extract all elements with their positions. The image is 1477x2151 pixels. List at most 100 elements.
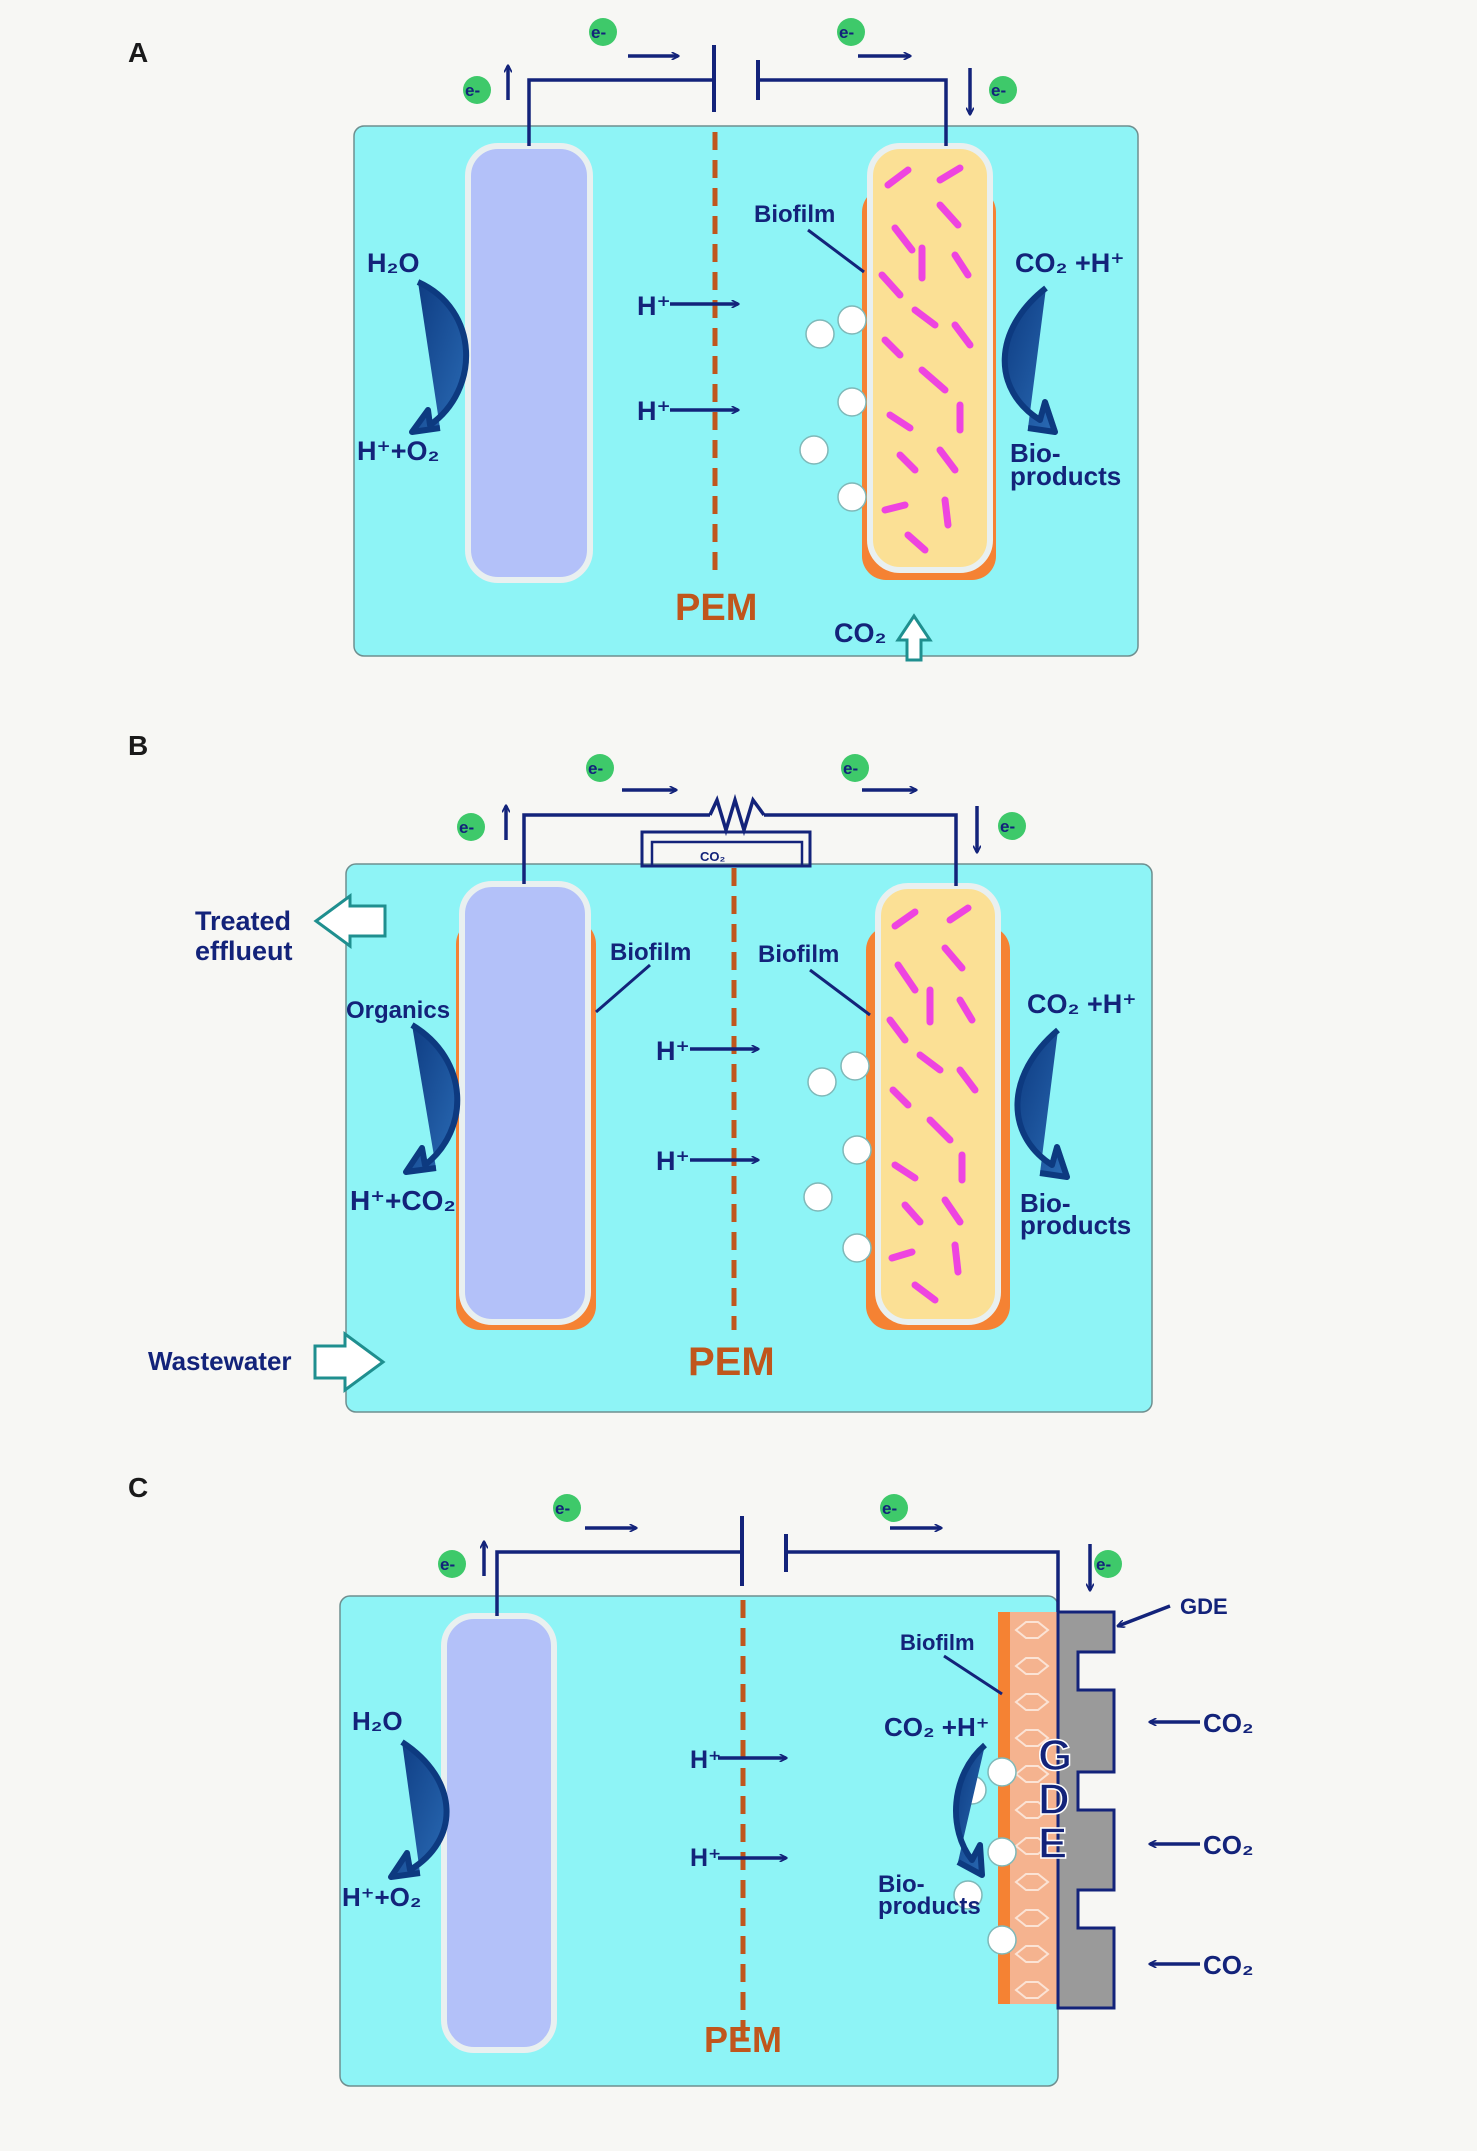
electron-badge: e- — [1094, 1550, 1122, 1578]
svg-text:e-: e- — [882, 1499, 897, 1518]
proton-label: H⁺ — [690, 1844, 721, 1872]
anode-electrode — [465, 143, 593, 583]
cathode-reactant: CO₂ +H⁺ — [1027, 989, 1137, 1019]
effluent-label: efflueut — [195, 936, 293, 966]
panel-letter: B — [128, 730, 148, 761]
cathode-biofilm — [998, 1612, 1010, 2004]
hexagon-mesh — [1014, 1621, 1050, 1999]
gde-label: GDE — [1180, 1594, 1228, 1619]
cathode-product: Bio- — [1020, 1188, 1071, 1218]
panel-c: C PEM G D E — [128, 1472, 1254, 2087]
proton-label: H⁺ — [637, 291, 671, 321]
co2-vent-box — [640, 830, 812, 868]
cathode-electrode — [867, 143, 993, 573]
gde-letter: G — [1038, 1731, 1072, 1780]
external-wire-right — [786, 1550, 1060, 1612]
external-wire-left — [495, 1550, 742, 1616]
gas-diffusion-electrode — [1056, 1610, 1116, 2010]
pem-label: PEM — [704, 2019, 782, 2060]
biofilm-pointer — [809, 968, 871, 1017]
svg-text:e-: e- — [839, 23, 854, 42]
cathode-product: products — [1020, 1210, 1131, 1240]
electron-badge: e- — [438, 1550, 466, 1578]
co2-inlet-arrow — [895, 613, 933, 662]
resistor — [708, 793, 766, 837]
influent-arrow — [313, 1331, 386, 1393]
biofilm-label: Biofilm — [754, 201, 835, 228]
anode-biofilm-label: Biofilm — [610, 939, 691, 966]
proton-label: H⁺ — [637, 396, 671, 426]
svg-text:e-: e- — [588, 759, 603, 778]
electron-badge: e- — [586, 754, 614, 782]
cathode-reactant: CO₂ +H⁺ — [884, 1712, 989, 1742]
co2-vent-label: CO₂ — [700, 849, 726, 864]
anode-reactant: Organics — [346, 997, 450, 1024]
cathode-product: Bio- — [1010, 438, 1061, 468]
gde-letter: D — [1038, 1775, 1070, 1824]
co2-inlet-label: CO₂ — [1203, 1708, 1254, 1738]
co2-inlet-label: CO₂ — [834, 618, 887, 648]
panel-letter: A — [128, 37, 148, 68]
pem-label: PEM — [688, 1340, 775, 1384]
cathode-reactant: CO₂ +H⁺ — [1015, 248, 1125, 278]
electron-badge: e- — [998, 812, 1026, 840]
svg-text:e-: e- — [1000, 817, 1015, 836]
electron-badge: e- — [589, 18, 617, 46]
electron-badge: e- — [457, 813, 485, 841]
anode-product: H⁺+CO₂ — [350, 1185, 456, 1216]
cathode-biofilm-label: Biofilm — [758, 941, 839, 968]
reaction-curve — [388, 1739, 450, 1880]
electron-badge: e- — [880, 1494, 908, 1522]
svg-text:e-: e- — [555, 1499, 570, 1518]
svg-text:e-: e- — [459, 818, 474, 837]
svg-text:e-: e- — [591, 23, 606, 42]
anode-product: H⁺+O₂ — [342, 1882, 421, 1912]
external-wire-right — [764, 813, 958, 886]
anode-reactant: H₂O — [367, 248, 420, 278]
effluent-arrow — [313, 893, 387, 949]
reaction-curve — [403, 1022, 461, 1175]
cathode-product: products — [878, 1893, 981, 1920]
cathode-product: products — [1010, 461, 1121, 491]
biofilm-pointer — [807, 228, 865, 274]
anode-reactant: H₂O — [352, 1706, 403, 1736]
co2-inlet-label: CO₂ — [1203, 1950, 1254, 1980]
anode-electrode — [459, 881, 591, 1325]
anode-electrode — [441, 1613, 557, 2053]
pem-label: PEM — [675, 587, 757, 629]
panel-b: B PEM CO₂ — [128, 730, 1153, 1413]
svg-text:e-: e- — [991, 81, 1006, 100]
co2-vent-inner — [650, 840, 804, 868]
external-wire-left — [527, 78, 714, 146]
reaction-curve — [1014, 1027, 1070, 1180]
external-wire-left — [522, 813, 710, 884]
svg-text:e-: e- — [1096, 1555, 1111, 1574]
svg-text:e-: e- — [465, 81, 480, 100]
bacteria-cluster — [878, 164, 974, 554]
electron-badge: e- — [463, 76, 491, 104]
cathode-product: Bio- — [878, 1871, 925, 1898]
electron-badge: e- — [553, 1494, 581, 1522]
gas-bubbles — [803, 1051, 872, 1263]
effluent-label: Treated — [195, 906, 291, 936]
bacteria-cluster — [886, 904, 979, 1304]
electron-badge: e- — [989, 76, 1017, 104]
reaction-curve — [1001, 285, 1058, 435]
gde-pointer — [1118, 1604, 1171, 1626]
external-wire-right — [758, 78, 948, 146]
panel-letter: C — [128, 1472, 148, 1503]
gas-bubbles — [799, 305, 867, 512]
proton-label: H⁺ — [656, 1036, 690, 1066]
biofilm-label: Biofilm — [900, 1630, 975, 1655]
biofilm-pointer — [943, 1654, 1003, 1696]
panel-a: A PEM — [128, 18, 1139, 662]
electron-badge: e- — [841, 754, 869, 782]
co2-inlet-label: CO₂ — [1203, 1830, 1254, 1860]
svg-text:e-: e- — [440, 1555, 455, 1574]
reaction-curve — [953, 1742, 988, 1878]
reaction-curve — [409, 279, 470, 435]
proton-label: H⁺ — [690, 1746, 721, 1774]
electron-badge: e- — [837, 18, 865, 46]
influent-label: Wastewater — [148, 1346, 292, 1376]
